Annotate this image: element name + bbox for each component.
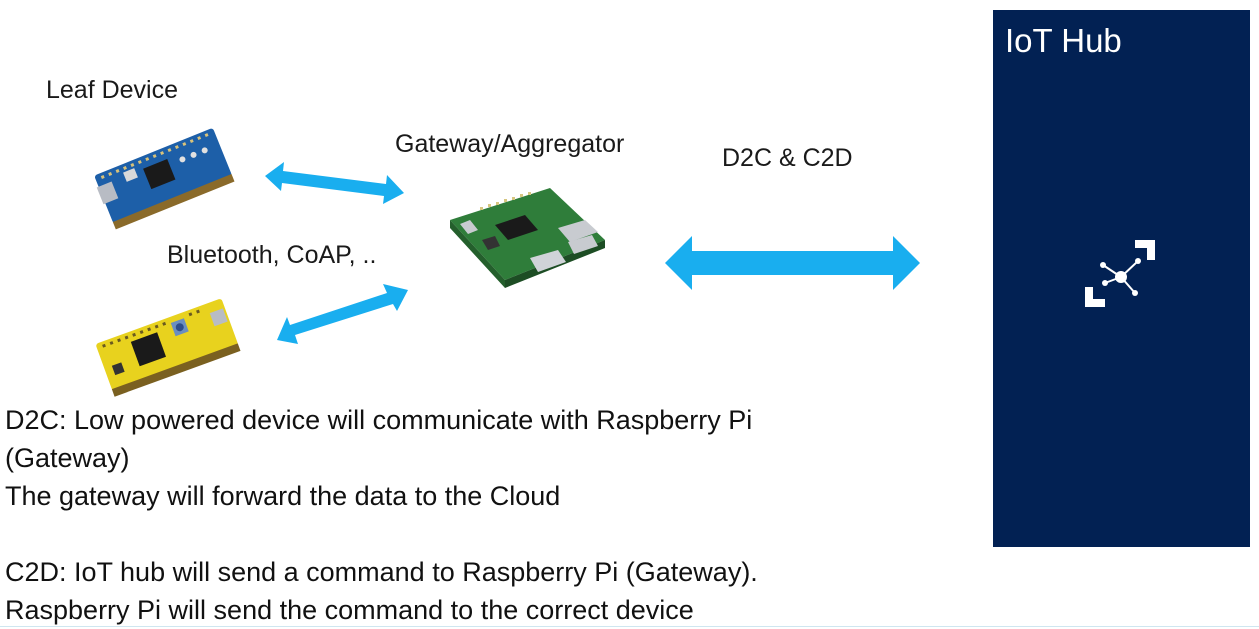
arrow-gateway-hub xyxy=(665,236,920,290)
protocols-label: Bluetooth, CoAP, .. xyxy=(167,241,377,269)
description-text: D2C: Low powered device will communicate… xyxy=(5,401,758,629)
arrow-leaf1-gateway xyxy=(265,162,404,204)
raspberry-pi-gateway xyxy=(450,188,605,288)
description-line: The gateway will forward the data to the… xyxy=(5,481,561,511)
iot-hub-panel: IoT Hub xyxy=(993,10,1250,547)
description-line: D2C: Low powered device will communicate… xyxy=(5,405,753,435)
bottom-divider xyxy=(0,626,1259,627)
gateway-label: Gateway/Aggregator xyxy=(395,130,625,158)
iot-hub-title: IoT Hub xyxy=(1005,22,1122,59)
arrow-leaf2-gateway xyxy=(277,284,408,344)
d2c-c2d-label: D2C & C2D xyxy=(722,144,853,172)
iot-hub-icon xyxy=(1085,240,1155,307)
leaf-device-blue-board xyxy=(95,128,235,230)
description-line: Raspberry Pi will send the command to th… xyxy=(5,595,694,625)
description-line: (Gateway) xyxy=(5,443,130,473)
leaf-device-yellow-board xyxy=(96,299,241,397)
leaf-device-label: Leaf Device xyxy=(46,76,179,104)
description-line: C2D: IoT hub will send a command to Rasp… xyxy=(5,557,758,587)
description-line xyxy=(5,515,758,553)
